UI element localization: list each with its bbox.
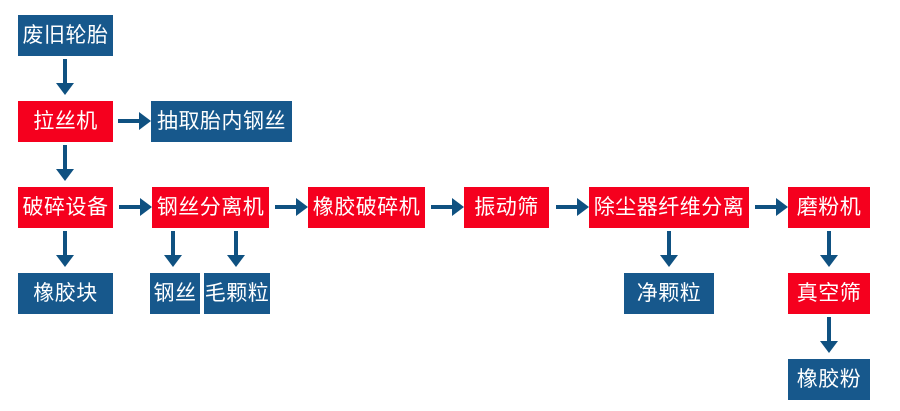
arrow-down-pulverizer-to-vacuum-screen [816,231,842,269]
arrow-down-wire-separator-to-steel-wire [160,231,186,269]
arrow-down-waste-tire-to-wire-drawer [52,59,78,97]
arrow-down-vacuum-screen-to-rubber-powder [816,317,842,355]
node-label: 毛颗粒 [204,282,270,305]
node-vibrating-screen[interactable]: 振动筛 [464,187,549,228]
arrow-right-rubber-crusher-to-vibrating-screen [431,194,464,220]
node-label: 振动筛 [474,196,539,219]
node-label: 拉丝机 [33,110,98,133]
node-rubber-block[interactable]: 橡胶块 [18,273,113,314]
node-label: 钢丝分离机 [156,196,265,219]
arrow-right-vibrating-screen-to-fiber-separator [556,194,589,220]
node-label: 橡胶破碎机 [312,196,421,219]
node-vacuum-screen[interactable]: 真空筛 [788,273,870,314]
node-label: 除尘器纤维分离 [593,196,745,219]
node-crusher[interactable]: 破碎设备 [18,187,113,228]
node-hairy-granule[interactable]: 毛颗粒 [204,273,270,314]
arrow-right-wire-drawer-to-extract-bead-wire [118,108,151,134]
node-label: 真空筛 [796,282,862,305]
node-wire-separator[interactable]: 钢丝分离机 [152,187,269,228]
node-wire-drawer[interactable]: 拉丝机 [18,101,113,142]
node-extract-bead-wire[interactable]: 抽取胎内钢丝 [151,101,292,142]
node-label: 橡胶粉 [796,368,862,391]
node-waste-tire[interactable]: 废旧轮胎 [18,15,113,56]
arrow-right-crusher-to-wire-separator [119,194,152,220]
arrow-down-wire-separator-to-hairy-granule [223,231,249,269]
arrow-down-crusher-to-rubber-block [52,231,78,269]
node-rubber-crusher[interactable]: 橡胶破碎机 [308,187,425,228]
arrow-right-wire-separator-to-rubber-crusher [275,194,308,220]
node-steel-wire[interactable]: 钢丝 [150,273,200,314]
node-label: 橡胶块 [33,282,98,305]
node-pulverizer[interactable]: 磨粉机 [788,187,870,228]
node-fiber-separator[interactable]: 除尘器纤维分离 [589,187,749,228]
node-label: 钢丝 [153,282,197,305]
node-label: 破碎设备 [22,196,109,219]
node-label: 净颗粒 [636,282,702,305]
node-label: 磨粉机 [796,196,862,219]
node-label: 抽取胎内钢丝 [157,110,286,133]
node-clean-granule[interactable]: 净颗粒 [624,273,714,314]
node-label: 废旧轮胎 [22,24,109,47]
arrow-down-wire-drawer-to-crusher [52,145,78,183]
arrow-right-fiber-separator-to-pulverizer [755,194,788,220]
node-rubber-powder[interactable]: 橡胶粉 [788,359,870,400]
arrow-down-fiber-separator-to-clean-granule [656,231,682,269]
